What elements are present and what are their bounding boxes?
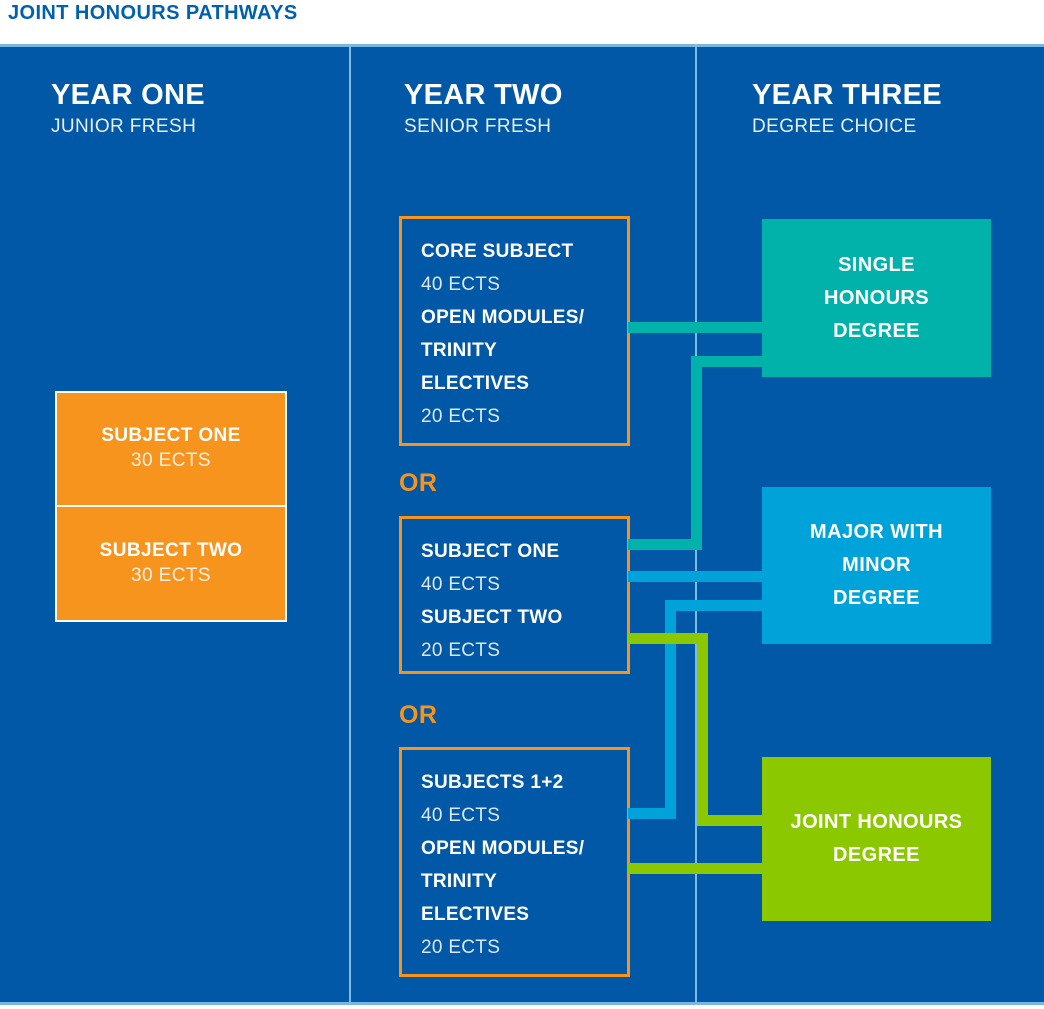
option-line: 40 ECTS: [421, 805, 501, 826]
degree-label-line3: DEGREE: [833, 587, 920, 609]
diagram-canvas: YEAR ONE JUNIOR FRESH YEAR TWO SENIOR FR…: [0, 44, 1044, 1005]
column-heading-year-two: YEAR TWO SENIOR FRESH: [404, 78, 563, 139]
page-title: JOINT HONOURS PATHWAYS: [8, 2, 298, 24]
column-subtitle-label: JUNIOR FRESH: [51, 116, 197, 137]
degree-label-line2: HONOURS: [823, 286, 930, 309]
column-divider-year-one-two: [349, 44, 351, 1005]
column-year-label: YEAR TWO: [404, 79, 563, 111]
or-separator-label: OR: [399, 701, 438, 729]
option-line: SUBJECT TWO: [421, 607, 563, 628]
degree-box-single-honours: SINGLE HONOURS DEGREE: [762, 219, 991, 377]
option-line: TRINITY: [421, 871, 497, 892]
connector-subjects-1plus2-to-major-minor-horizontal-in: [665, 600, 768, 611]
degree-box-joint-honours: JOINT HONOURS DEGREE: [762, 757, 991, 921]
year-two-option-core-subject: CORE SUBJECT 40 ECTS OPEN MODULES/ TRINI…: [399, 216, 630, 446]
degree-label-line1: SINGLE: [838, 253, 915, 276]
option-line: OPEN MODULES/: [421, 307, 585, 328]
degree-label-line1: JOINT HONOURS: [790, 811, 963, 833]
degree-label: SINGLE HONOURS DEGREE: [824, 249, 929, 348]
option-line: 40 ECTS: [421, 274, 501, 295]
degree-label-line2: MINOR: [842, 554, 911, 576]
degree-label-line3: DEGREE: [833, 319, 920, 342]
option-line: 20 ECTS: [421, 640, 501, 661]
column-subtitle-label: DEGREE CHOICE: [752, 116, 917, 137]
option-line: SUBJECTS 1+2: [421, 772, 564, 793]
option-line: 40 ECTS: [421, 574, 501, 595]
canvas-bottom-rule: [0, 1002, 1044, 1005]
option-line: 20 ECTS: [421, 406, 501, 427]
connector-subject-one-two-to-single-honours-horizontal-in: [691, 356, 768, 367]
column-year-label: YEAR THREE: [752, 79, 942, 111]
column-year-label: YEAR ONE: [51, 79, 205, 111]
option-line: ELECTIVES: [421, 373, 530, 394]
option-line: SUBJECT ONE: [421, 541, 560, 562]
degree-label: MAJOR WITH MINOR DEGREE: [810, 516, 943, 615]
year-two-option-subjects-1plus2: SUBJECTS 1+2 40 ECTS OPEN MODULES/ TRINI…: [399, 747, 630, 977]
option-line: TRINITY: [421, 340, 497, 361]
option-line: OPEN MODULES/: [421, 838, 585, 859]
column-heading-year-three: YEAR THREE DEGREE CHOICE: [752, 78, 942, 139]
option-line: 20 ECTS: [421, 937, 501, 958]
connector-subject-one-two-to-single-honours-horizontal-out: [628, 539, 702, 550]
canvas-top-rule: [0, 44, 1044, 47]
degree-label: JOINT HONOURS DEGREE: [791, 806, 963, 872]
option-line: ELECTIVES: [421, 904, 530, 925]
degree-label-line2: DEGREE: [833, 844, 920, 866]
column-subtitle-label: SENIOR FRESH: [404, 116, 552, 137]
degree-label-line1: MAJOR WITH: [810, 521, 943, 543]
option-line: CORE SUBJECT: [421, 241, 574, 262]
connector-subject-one-two-to-major-minor: [628, 571, 768, 582]
year-two-option-subject-one-two: SUBJECT ONE 40 ECTS SUBJECT TWO 20 ECTS: [399, 516, 630, 674]
subject-title: SUBJECT ONE: [101, 425, 241, 447]
connector-subject-one-two-to-single-honours-vertical: [691, 356, 702, 550]
degree-box-major-with-minor: MAJOR WITH MINOR DEGREE: [762, 487, 991, 644]
subject-ects: 30 ECTS: [131, 450, 211, 472]
column-heading-year-one: YEAR ONE JUNIOR FRESH: [51, 78, 205, 139]
connector-subject-one-two-to-joint-honours-horizontal-in: [697, 815, 768, 826]
connector-subject-one-two-to-joint-honours-vertical: [697, 633, 708, 826]
year-one-subject-one: SUBJECT ONE 30 ECTS: [57, 393, 285, 507]
connector-subjects-1plus2-to-joint-honours: [628, 863, 768, 874]
year-one-subject-block: SUBJECT ONE 30 ECTS SUBJECT TWO 30 ECTS: [55, 391, 287, 622]
year-one-subject-two: SUBJECT TWO 30 ECTS: [57, 507, 285, 621]
connector-core-subject-to-single-honours: [628, 322, 768, 333]
or-separator-label: OR: [399, 469, 438, 497]
connector-subjects-1plus2-to-major-minor-horizontal-out: [628, 808, 676, 819]
connector-subject-one-two-to-joint-honours-horizontal-out: [628, 633, 708, 644]
subject-title: SUBJECT TWO: [99, 539, 243, 561]
subject-ects: 30 ECTS: [131, 564, 211, 586]
connector-subjects-1plus2-to-major-minor-vertical: [665, 600, 676, 819]
